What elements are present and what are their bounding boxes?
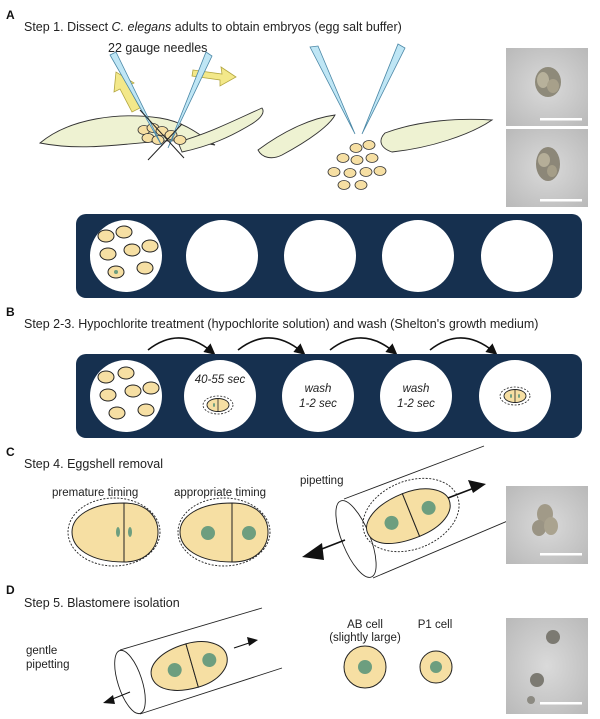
scale-bar bbox=[540, 118, 582, 121]
panel-a-step: Step 1. Dissect C. elegans adults to obt… bbox=[24, 20, 402, 34]
p1-cell-label: P1 cell bbox=[418, 619, 453, 631]
micrograph-embryo-1 bbox=[506, 48, 588, 126]
appropriate-label: appropriate timing bbox=[174, 487, 266, 499]
needles-label: 22 gauge needles bbox=[108, 41, 207, 55]
released-embryos bbox=[327, 140, 387, 190]
transfer-arrow-4 bbox=[429, 337, 498, 355]
panel-c-letter: C bbox=[6, 445, 15, 459]
needle-right bbox=[167, 51, 213, 149]
gentle-label-2: pipetting bbox=[26, 659, 69, 671]
needle-tip-line-left bbox=[139, 109, 185, 159]
well-time-label: 40-55 sec bbox=[195, 374, 246, 386]
wash-time-1: 1-2 sec bbox=[299, 398, 337, 410]
panel-b: B Step 2-3. Hypochlorite treatment (hypo… bbox=[6, 305, 582, 438]
panel-b-step: Step 2-3. Hypochlorite treatment (hypoch… bbox=[24, 317, 538, 331]
worm-fragment-left bbox=[257, 114, 336, 159]
well-plate-b: 40-55 sec wash 1-2 sec wash 1-2 sec bbox=[76, 354, 582, 438]
micrograph-embryo-3 bbox=[506, 486, 588, 564]
embryo-washed bbox=[499, 386, 531, 406]
ab-cell-sublabel: (slightly large) bbox=[329, 632, 401, 644]
needle-left bbox=[109, 51, 163, 147]
embryo-premature bbox=[67, 497, 161, 567]
needle-left-2 bbox=[309, 45, 356, 135]
worm-fragment-right bbox=[380, 118, 494, 153]
premature-label: premature timing bbox=[52, 487, 138, 499]
panel-c-step: Step 4. Eggshell removal bbox=[24, 457, 163, 471]
panel-d-letter: D bbox=[6, 583, 15, 597]
panel-c: C Step 4. Eggshell removal premature tim… bbox=[6, 445, 588, 579]
panel-a: A Step 1. Dissect C. elegans adults to o… bbox=[6, 8, 588, 298]
transfer-arrow-1 bbox=[147, 337, 216, 355]
needle-tip-line-right bbox=[147, 123, 183, 161]
wash-label-2: wash bbox=[403, 383, 430, 395]
worm-right-part bbox=[177, 107, 264, 153]
micrograph-embryo-2 bbox=[506, 129, 588, 207]
panel-d: D Step 5. Blastomere isolation gentle pi… bbox=[6, 583, 588, 715]
micrograph-blastomeres bbox=[506, 618, 588, 714]
scale-bar bbox=[540, 553, 582, 556]
p1-cell bbox=[419, 650, 453, 684]
gentle-label-1: gentle bbox=[26, 645, 57, 657]
transfer-arrow-3 bbox=[329, 337, 398, 355]
scale-bar bbox=[540, 702, 582, 705]
embryo-appropriate bbox=[177, 497, 271, 567]
well-embryos-a bbox=[97, 225, 159, 279]
panel-b-letter: B bbox=[6, 305, 15, 319]
transfer-arrow-2 bbox=[237, 337, 306, 355]
scale-bar bbox=[540, 199, 582, 202]
wash-label-1: wash bbox=[305, 383, 332, 395]
well-plate-a bbox=[76, 214, 582, 298]
panel-a-letter: A bbox=[6, 8, 15, 22]
pipette-tube-d bbox=[103, 607, 283, 715]
pipette-tube-c bbox=[302, 445, 511, 579]
well-embryos-b bbox=[97, 366, 160, 420]
pipetting-label: pipetting bbox=[300, 475, 343, 487]
ab-cell-label: AB cell bbox=[347, 619, 383, 631]
needle-right-2 bbox=[361, 43, 406, 135]
panel-d-step: Step 5. Blastomere isolation bbox=[24, 596, 180, 610]
ab-cell bbox=[343, 645, 387, 689]
embryo-in-hypochlorite bbox=[202, 395, 234, 415]
wash-time-2: 1-2 sec bbox=[397, 398, 435, 410]
